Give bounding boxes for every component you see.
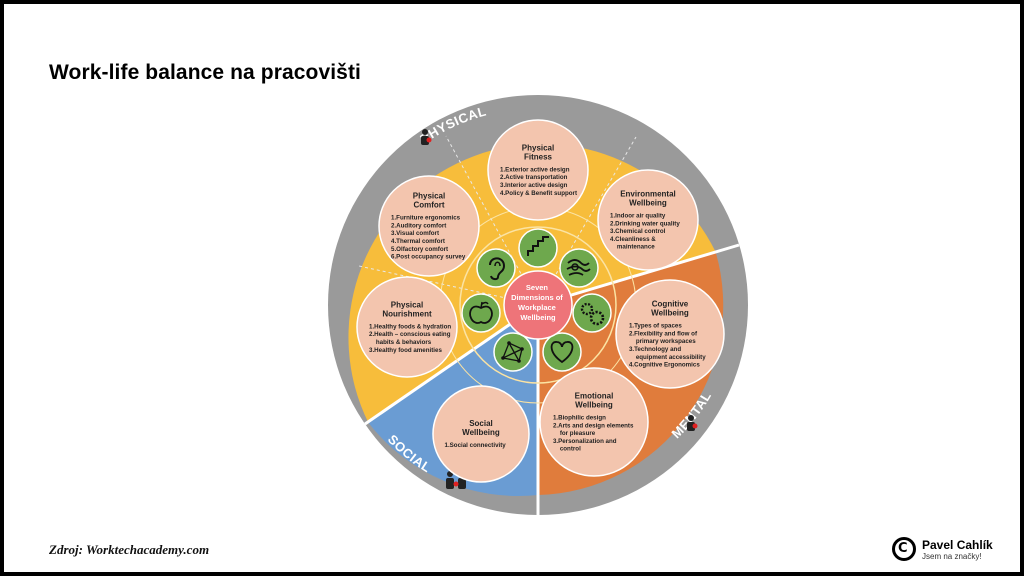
ear-icon: [476, 248, 516, 288]
dimension-item: 3.Personalization and: [553, 438, 617, 445]
dimension-title: Wellbeing: [651, 309, 689, 318]
dimension-title: Wellbeing: [629, 199, 667, 208]
brand-name: Pavel Cahlík: [922, 538, 993, 552]
dimension-item: 3.Visual comfort: [391, 230, 439, 237]
dimension-title: Fitness: [524, 152, 553, 161]
dimension-item: 3.Chemical control: [610, 228, 666, 235]
dimension-item: 2.Drinking water quality: [610, 220, 680, 227]
dimension-title: Cognitive: [652, 300, 689, 309]
dimension-item: 2.Auditory comfort: [391, 222, 446, 229]
dimension-title: Physical: [391, 300, 423, 309]
dimension-item: 3.Interior active design: [500, 182, 568, 189]
dimension-item: 2.Active transportation: [500, 174, 568, 181]
dimension-title: Physical: [522, 143, 554, 152]
dimension-item: 1.Indoor air quality: [610, 213, 666, 220]
dimension-item: 4.Policy & Benefit support: [500, 190, 577, 197]
dimension-item: primary workspaces: [629, 338, 696, 345]
air-flow-icon: [559, 248, 599, 288]
center-label: Seven Dimensions of Workplace Wellbeing: [511, 283, 565, 322]
segment-separator: [364, 303, 539, 426]
dimension-item: equipment accessibility: [629, 354, 706, 361]
stairs-icon: [518, 228, 558, 268]
network-icon: [493, 332, 533, 372]
dimension-item: 2.Health – conscious eating: [369, 331, 451, 338]
apple-icon: [461, 293, 501, 333]
segment-separator: [537, 243, 740, 307]
dimension-item: 4.Thermal comfort: [391, 238, 445, 245]
source-note: Zdroj: Worktechacademy.com: [49, 542, 210, 557]
dimension-title: Emotional: [575, 392, 614, 401]
dimension-item: 3.Technology and: [629, 346, 681, 353]
slide: Work-life balance na pracovišti PHYSICAL…: [4, 4, 1020, 572]
heart-icon: [542, 332, 582, 372]
bubble-circle: [356, 276, 458, 378]
brand: C Pavel Cahlík Jsem na značky!: [892, 537, 1017, 567]
person-icon: [421, 129, 432, 145]
dimension-item: 1.Social connectivity: [445, 442, 507, 449]
dimension-item: 4.Cleanliness &: [610, 236, 656, 243]
bubble-circle: [597, 169, 699, 271]
dimension-title: Nourishment: [382, 309, 432, 318]
bubble-circle: [432, 385, 530, 483]
dimension-item: 1.Healthy foods & hydration: [369, 323, 451, 330]
dimension-item: 1.Types of spaces: [629, 323, 682, 330]
dimension-title: Wellbeing: [462, 428, 500, 437]
center-circle: [503, 270, 573, 340]
dimension-item: 6.Post occupancy survey: [391, 254, 466, 261]
dimension-item: control: [553, 446, 581, 453]
dimension-item: 5.Olfactory comfort: [391, 246, 448, 253]
dimension-title: Comfort: [413, 201, 444, 210]
dimension-item: for pleasure: [553, 430, 596, 437]
dimension-item: habits & behaviors: [369, 339, 432, 346]
dimension-title: Social: [469, 419, 493, 428]
copyright-logo-icon: C: [892, 537, 916, 561]
dimension-item: 4.Cognitive Ergonomics: [629, 362, 700, 369]
page-title: Work-life balance na pracovišti: [49, 61, 361, 84]
bubble-circle: [487, 119, 589, 221]
brand-tagline: Jsem na značky!: [922, 552, 982, 561]
dimension-item: 2.Arts and design elements: [553, 422, 634, 429]
dimension-item: 1.Furniture ergonomics: [391, 215, 461, 222]
inner-ring: [459, 226, 617, 384]
dimension-title: Wellbeing: [575, 401, 613, 410]
dimension-item: 1.Exterior active design: [500, 166, 570, 173]
dimension-item: maintenance: [610, 244, 655, 251]
gears-icon: [572, 293, 612, 333]
dimension-title: Physical: [413, 192, 445, 201]
dimension-item: 2.Flexibility and flow of: [629, 330, 698, 337]
dimension-item: 1.Biophilic design: [553, 415, 606, 422]
person-icon: [687, 415, 698, 431]
bubble-circle: [378, 175, 480, 277]
dimension-item: 3.Healthy food amenities: [369, 347, 442, 354]
bubble-circle: [539, 367, 649, 477]
dimension-title: Environmental: [620, 190, 676, 199]
bubble-circle: [615, 279, 725, 389]
